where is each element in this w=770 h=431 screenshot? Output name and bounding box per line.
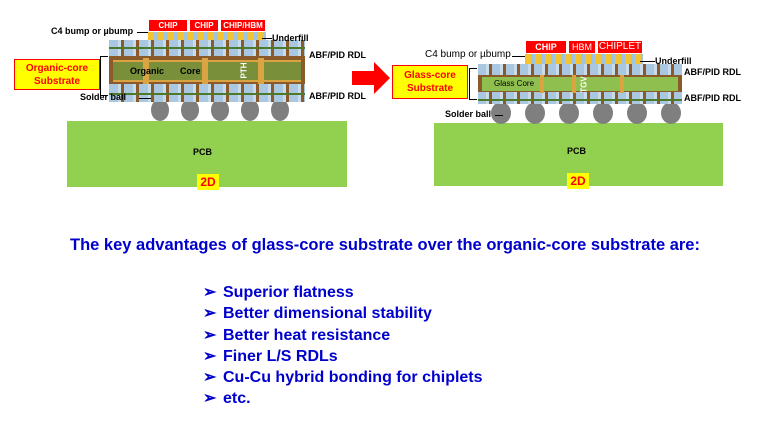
right-glass-core [482,77,678,91]
left-core-word1: Organic [130,66,165,76]
right-callout: Glass-core Substrate [392,65,468,99]
left-bottom-rdl-line [109,93,305,95]
arrow-bullet-icon: ➢ [203,326,217,344]
list-item-text: Better heat resistance [223,326,391,344]
right-tgv-1 [540,75,544,93]
right-chip-3: CHIPLET [597,40,643,54]
left-chip-3: CHIP/HBM [220,19,266,32]
left-callout-line1: Organic-core [25,63,89,74]
list-item-text: Finer L/S RDLs [223,347,338,365]
left-top-rdl-line [109,47,305,49]
arrow-bullet-icon: ➢ [203,284,217,301]
left-pcb-label: PCB [193,147,213,157]
right-tgv-2 [572,75,576,93]
advantages-list: ➢ Superior flatness ➢ Better dimensional s… [203,282,483,410]
right-callout-line1: Glass-core [404,70,456,81]
right-tgv-label: TGV [579,76,589,93]
left-rdl-bottom-label: ABF/PID RDL [309,91,366,101]
right-callout-line2: Substrate [406,83,454,94]
left-chip-2: CHIP [189,19,219,32]
right-rdl-top-label: ABF/PID RDL [684,67,741,77]
right-solder-label: Solder ball [445,109,492,119]
list-item: ➢ Better dimensional stability [203,303,483,324]
arrow-bullet-icon: ➢ [203,369,217,387]
left-rdl-top-label: ABF/PID RDL [309,50,366,60]
right-2d-tag: 2D [567,173,589,189]
list-item-text: etc. [223,390,251,408]
right-top-rdl [478,64,682,75]
left-pth-1 [143,58,149,84]
right-chip-1: CHIP [525,40,567,54]
left-underfill-leader [262,38,272,39]
right-underfill-label: Underfill [655,56,692,66]
right-core-label: Glass Core [494,79,535,88]
arrow-bullet-icon: ➢ [203,390,217,408]
list-item-text: Better dimensional stability [223,305,432,323]
right-bottom-rdl [478,92,682,104]
right-bump-leader [512,56,525,57]
left-solder-leader [139,98,151,99]
right-bump-label: C4 bump or µbump [425,49,511,60]
right-chip-2: HBM [568,40,596,54]
right-bracket [469,68,477,100]
left-bump-label: C4 bump or µbump [51,26,134,36]
left-bracket [100,56,108,96]
right-bottom-rdl-line [478,99,682,101]
left-solder-label: Solder ball [80,92,127,102]
left-bump-leader [137,32,148,33]
right-underfill-leader [640,61,655,62]
arrow-bullet-icon: ➢ [203,305,217,323]
right-rdl-bottom-label: ABF/PID RDL [684,93,741,103]
arrow-bullet-icon: ➢ [203,347,217,365]
left-underfill-label: Underfill [272,33,309,43]
list-item: ➢ Finer L/S RDLs [203,346,483,367]
right-pcb-label: PCB [567,146,587,156]
left-chip-1: CHIP [148,19,188,32]
list-item: ➢ Better heat resistance [203,325,483,346]
left-core-word2: Core [180,66,201,76]
right-tgv-3 [620,75,624,93]
list-item: ➢ Superior flatness [203,282,483,303]
list-item-text: Cu-Cu hybrid bonding for chiplets [223,369,483,387]
left-2d-tag: 2D [197,174,219,190]
left-callout-line2: Substrate [33,76,81,87]
left-bump-row [148,32,266,40]
list-item: ➢ Cu-Cu hybrid bonding for chiplets [203,367,483,388]
left-pth-3 [258,58,264,84]
left-pth-2 [202,58,208,84]
headline: The key advantages of glass-core substra… [70,236,700,254]
right-solder-leader [495,115,503,116]
right-bump-row [525,54,643,64]
list-item-text: Superior flatness [223,284,354,301]
left-callout: Organic-core Substrate [14,59,100,90]
list-item: ➢ etc. [203,388,483,409]
